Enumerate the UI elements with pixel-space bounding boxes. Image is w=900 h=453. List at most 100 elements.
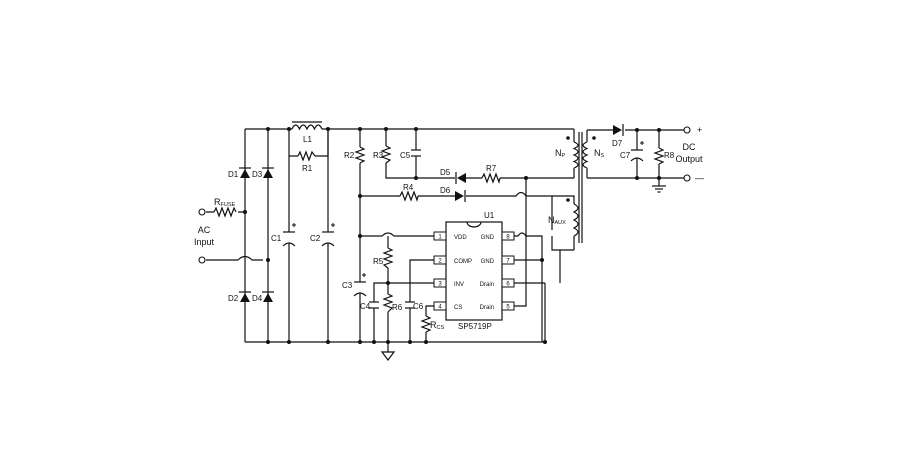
pin-drain-5-name: Drain xyxy=(480,305,494,311)
np-winding xyxy=(572,141,579,169)
junctions xyxy=(243,127,661,344)
diodes xyxy=(239,124,624,302)
r7-label: R7 xyxy=(486,164,497,173)
pin-inv-name: INV xyxy=(454,282,464,288)
pin-3-number: 3 xyxy=(438,282,442,288)
terminals xyxy=(198,126,691,264)
r2-label: R2 xyxy=(344,151,355,160)
c4-capacitor xyxy=(369,301,379,309)
d6-label: D6 xyxy=(440,186,451,195)
d6-diode xyxy=(455,190,466,202)
r3-label: R3 xyxy=(373,151,384,160)
c1-label: C1 xyxy=(271,234,282,243)
r1-resistor xyxy=(297,150,316,162)
c7-capacitor xyxy=(630,141,644,162)
ns-subscript: S xyxy=(601,153,605,159)
c4-label: C4 xyxy=(360,302,371,311)
pin-gnd-8-name: GND xyxy=(481,235,495,241)
c3-capacitor xyxy=(353,273,367,297)
ac-input-label-2: Input xyxy=(194,237,215,247)
c2-capacitor xyxy=(321,223,335,247)
ns-label: N xyxy=(594,148,601,158)
rfuse-subscript: FUSE xyxy=(221,202,236,208)
ns-winding xyxy=(582,141,589,169)
component-labels: RFUSE AC Input D1 D3 D2 D4 L1 R1 C1 C2 R… xyxy=(194,125,704,331)
pin-2-number: 2 xyxy=(438,259,442,265)
secondary-ground-icon xyxy=(652,185,666,193)
r8-resistor xyxy=(653,147,665,165)
r2-resistor xyxy=(354,146,366,164)
d1-label: D1 xyxy=(228,170,239,179)
l1-label: L1 xyxy=(303,135,312,144)
ac-input-label-1: AC xyxy=(198,225,211,235)
svg-text:NP: NP xyxy=(555,148,566,159)
rcs-label: R xyxy=(430,320,437,330)
r6-label: R6 xyxy=(392,303,403,312)
d2-label: D2 xyxy=(228,294,239,303)
rcs-resistor xyxy=(420,315,432,333)
pin-comp-name: COMP xyxy=(454,259,472,265)
r1-label: R1 xyxy=(302,164,313,173)
pin-drain-6-name: Drain xyxy=(480,282,494,288)
u1-chip: 1 2 3 4 8 7 6 5 VDD COMP INV CS GND GND … xyxy=(433,221,515,321)
np-label: N xyxy=(555,148,562,158)
dc-output-label-1: DC xyxy=(683,142,696,152)
rcs-subscript: CS xyxy=(437,325,445,331)
naux-subscript: AUX xyxy=(555,220,567,226)
c5-capacitor xyxy=(411,149,421,157)
pin-6-number: 6 xyxy=(506,282,510,288)
d5-label: D5 xyxy=(440,168,451,177)
d5-diode xyxy=(455,172,466,184)
ground-symbols xyxy=(380,185,666,361)
svg-text:NAUX: NAUX xyxy=(548,215,566,226)
l1-inductor xyxy=(291,121,323,131)
primary-ground-icon xyxy=(380,351,396,361)
r5-label: R5 xyxy=(373,257,384,266)
transformer xyxy=(566,132,596,243)
d4-label: D4 xyxy=(252,294,263,303)
svg-text:NS: NS xyxy=(594,148,605,159)
c3-label: C3 xyxy=(342,281,353,290)
svg-text:RFUSE: RFUSE xyxy=(214,197,236,208)
pin-vdd-name: VDD xyxy=(454,235,467,241)
resistors xyxy=(213,145,665,333)
svg-text:RCS: RCS xyxy=(430,320,444,331)
r4-resistor xyxy=(399,190,419,203)
u1-label: U1 xyxy=(484,211,495,220)
d7-diode xyxy=(613,124,624,136)
d2-diode xyxy=(239,291,251,302)
r8-label: R8 xyxy=(664,151,675,160)
d1-diode xyxy=(239,167,251,178)
minus-terminal-label: — xyxy=(695,173,704,183)
chip-part-label: SP5719P xyxy=(458,322,492,331)
dc-output-label-2: Output xyxy=(675,154,703,164)
c6-capacitor xyxy=(405,301,415,309)
pin-cs-name: CS xyxy=(454,305,462,311)
d4-diode xyxy=(262,291,274,302)
capacitors xyxy=(282,141,644,309)
pin-gnd-7-name: GND xyxy=(481,259,495,265)
np-subscript: P xyxy=(562,153,566,159)
r7-resistor xyxy=(481,172,501,185)
naux-winding xyxy=(572,203,579,237)
naux-label: N xyxy=(548,215,555,225)
c2-label: C2 xyxy=(310,234,321,243)
d3-diode xyxy=(262,167,274,178)
c6-label: C6 xyxy=(413,302,424,311)
c7-label: C7 xyxy=(620,151,631,160)
plus-terminal-label: + xyxy=(697,125,702,135)
r3-resistor xyxy=(380,145,392,164)
c1-capacitor xyxy=(282,223,296,247)
rfuse-resistor xyxy=(213,206,237,218)
d3-label: D3 xyxy=(252,170,263,179)
pin-1-number: 1 xyxy=(438,235,442,241)
r5-resistor xyxy=(382,247,394,269)
pin-7-number: 7 xyxy=(506,259,510,265)
c5-label: C5 xyxy=(400,151,411,160)
pin-8-number: 8 xyxy=(506,235,510,241)
pin-5-number: 5 xyxy=(506,305,510,311)
r6-resistor xyxy=(382,293,394,313)
pin-4-number: 4 xyxy=(438,305,442,311)
rfuse-label: R xyxy=(214,197,221,207)
